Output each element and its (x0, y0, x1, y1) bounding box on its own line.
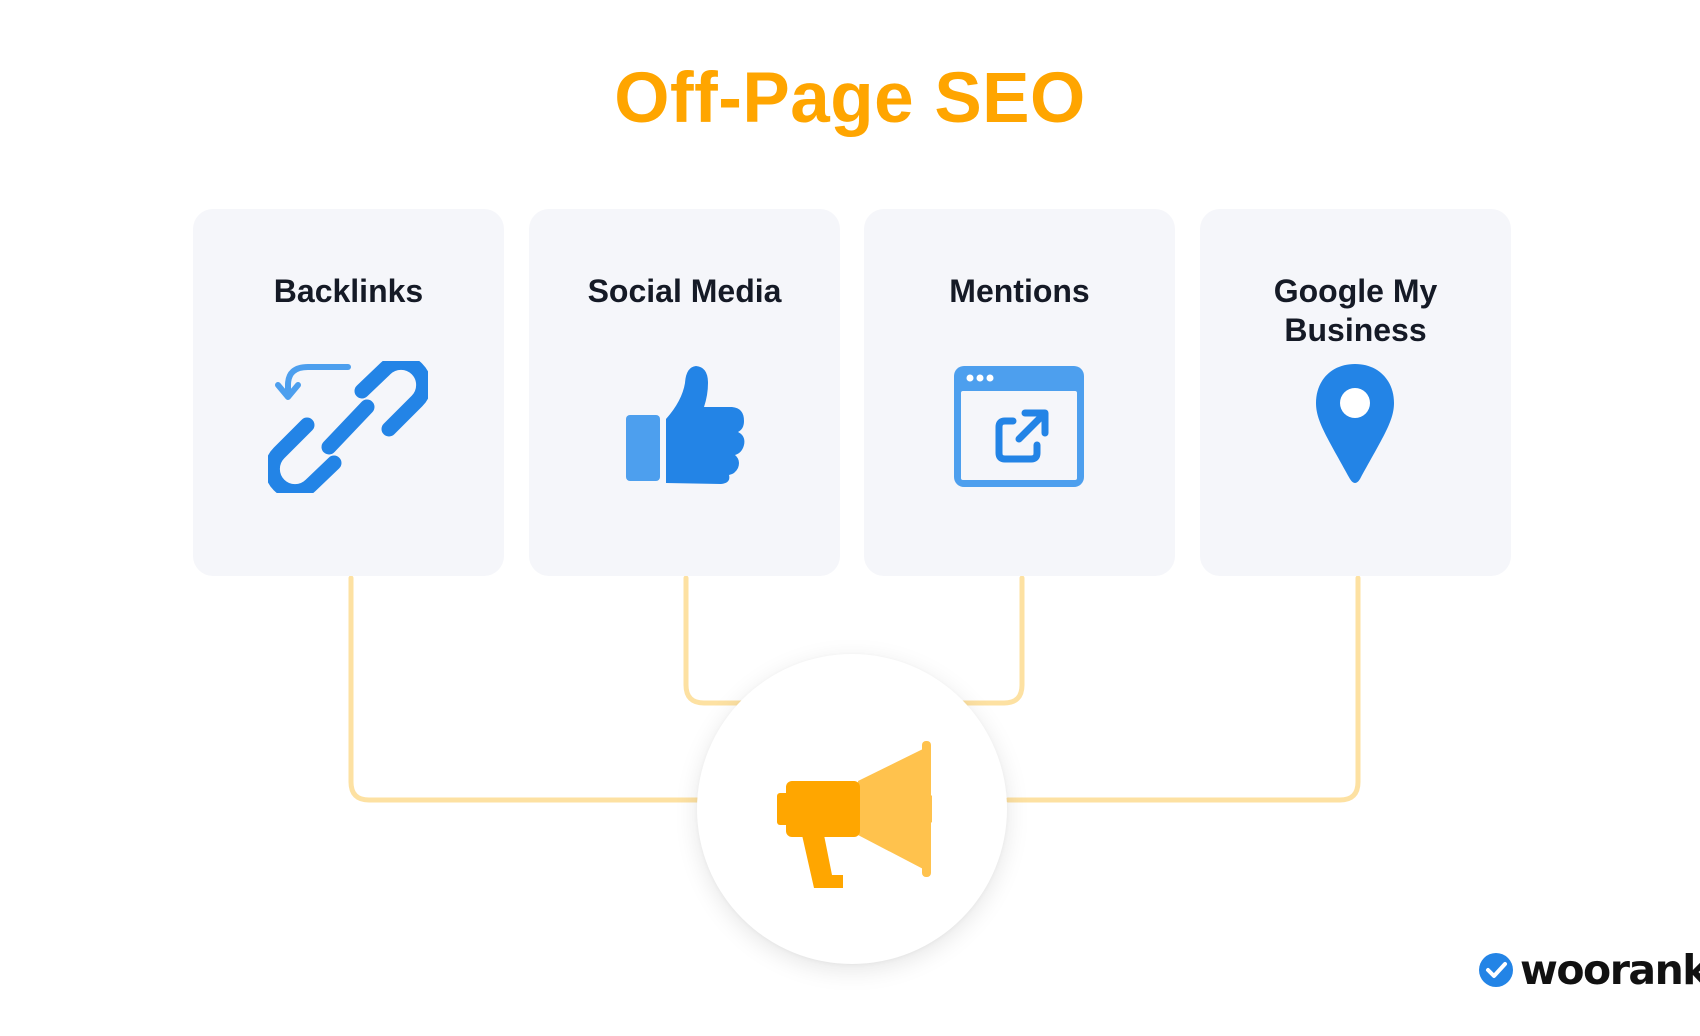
connector-google-my-business (1005, 575, 1361, 803)
card-label: Backlinks (273, 273, 424, 309)
card-label: Mentions (949, 273, 1090, 309)
page-title: Off-Page SEO (614, 59, 1086, 138)
card-label: Google My Business (1273, 273, 1438, 348)
card-google-my-business: Google My Business (1200, 209, 1511, 576)
thumbs-up-icon (604, 361, 764, 493)
brand-name: woorank (1520, 946, 1700, 994)
card-mentions: Mentions (864, 209, 1175, 576)
woorank-logo: woorank (1478, 946, 1700, 994)
connector-backlinks (348, 575, 703, 803)
checkmark-badge-icon (1479, 953, 1513, 987)
megaphone-icon (777, 741, 932, 888)
connector-social-media (683, 575, 748, 706)
card-social-media: Social Media (529, 209, 840, 576)
card-label: Social Media (587, 273, 782, 309)
link-icon (264, 354, 432, 500)
card-backlinks: Backlinks (193, 209, 504, 576)
megaphone-hub (697, 654, 1007, 964)
connector-mentions (952, 575, 1025, 706)
map-pin-icon (1275, 361, 1435, 493)
browser-external-link-icon (939, 361, 1099, 493)
